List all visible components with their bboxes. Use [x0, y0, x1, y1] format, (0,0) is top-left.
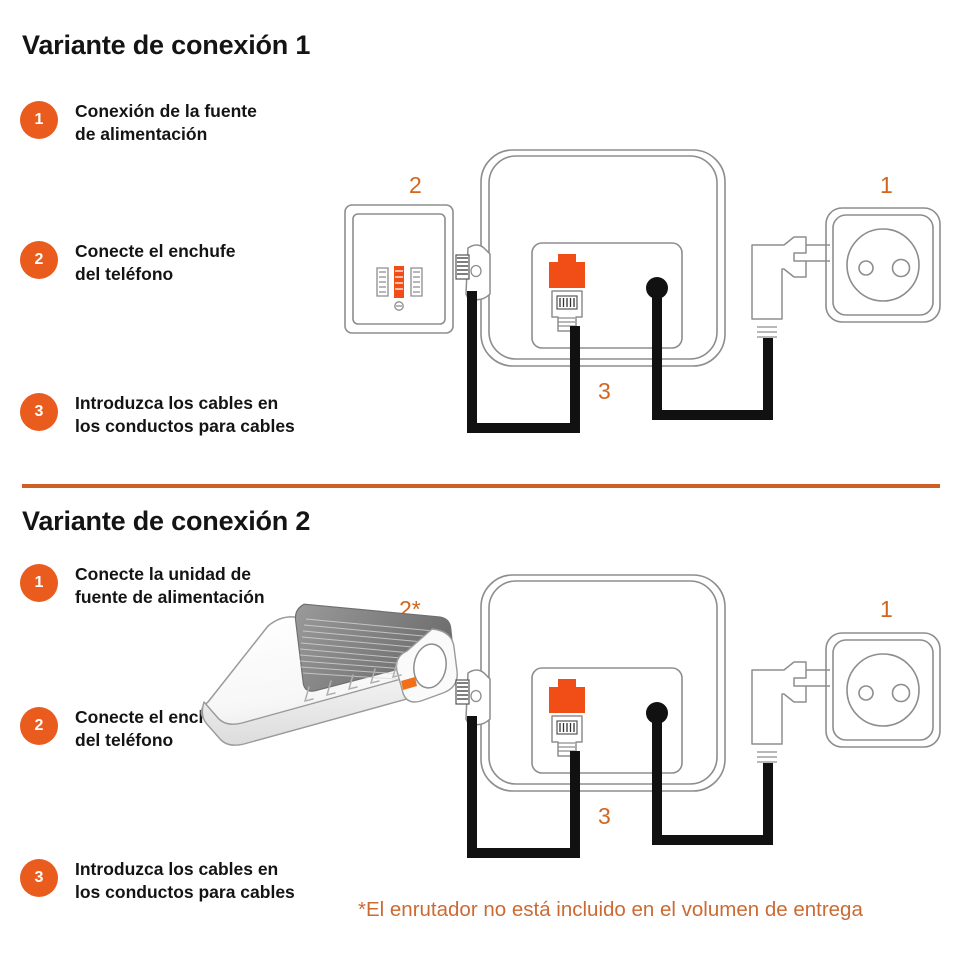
base-station-icon	[480, 574, 726, 792]
section-2-step-3: 3 Introduzca los cables en los conductos…	[20, 858, 320, 905]
label-phone-jack-1: 2	[409, 172, 422, 198]
label-wall-socket-2: 1	[880, 596, 893, 622]
diagram-variant-2	[200, 574, 941, 858]
step-badge-2: 2	[20, 707, 58, 745]
router-device-icon	[200, 603, 458, 746]
phone-jack-active-slot-lines-icon	[395, 270, 403, 290]
section-divider	[22, 484, 940, 488]
power-cable	[652, 288, 773, 420]
phone-wall-jack-icon	[344, 204, 454, 334]
rj11-plug-icon	[551, 715, 583, 757]
rj11-port-icon	[549, 679, 585, 713]
step-text-2-line-2: del teléfono	[75, 730, 174, 751]
section-2-step-2: 2 Conecte el enchufe del teléfono	[20, 706, 320, 753]
step-text-3-line-2: los conductos para cables	[75, 882, 295, 903]
tae-phone-plug-icon	[455, 669, 491, 726]
connection-variant-2-section: Variante de conexión 2 1 Conecte la unid…	[0, 488, 961, 961]
router-vent-lines-icon	[299, 618, 435, 682]
phone-cable	[467, 716, 580, 858]
step-badge-3: 3	[20, 393, 58, 431]
power-adapter-icon	[751, 661, 830, 763]
step-badge-1: 1	[20, 564, 58, 602]
base-station-icon	[480, 149, 726, 367]
step-text-3-line-1: Introduzca los cables en	[75, 393, 279, 413]
diagram-variant-1	[344, 149, 941, 433]
step-text-2: Conecte el enchufe del teléfono	[75, 240, 235, 287]
section-2-step-1: 1 Conecte la unidad de fuente de aliment…	[20, 563, 320, 610]
step-text-3: Introduzca los cables en los conductos p…	[75, 392, 295, 439]
label-cable-duct-1: 3	[598, 378, 611, 404]
power-adapter-icon	[751, 236, 830, 338]
step-text-2-line-1: Conecte el enchufe	[75, 241, 236, 261]
step-text-1-line-1: Conexión de la fuente	[75, 101, 257, 121]
step-text-3-line-2: los conductos para cables	[75, 416, 295, 437]
label-wall-socket-1: 1	[880, 172, 893, 198]
step-text-1: Conecte la unidad de fuente de alimentac…	[75, 563, 265, 610]
step-text-2-line-1: Conecte el enchufe	[75, 707, 236, 727]
adapter-strain-relief-icon	[757, 326, 777, 338]
step-text-1-line-2: de alimentación	[75, 124, 208, 145]
connection-variant-1-section: Variante de conexión 1 1 Conexión de la …	[0, 0, 961, 480]
router-round-port-icon	[413, 643, 447, 689]
router-orange-port-icon	[401, 677, 417, 690]
router-leds-icon	[303, 662, 402, 703]
mains-wall-socket-icon	[825, 632, 941, 748]
step-text-2: Conecte el enchufe del teléfono	[75, 706, 235, 753]
step-text-1: Conexión de la fuente de alimentación	[75, 100, 257, 147]
label-cable-duct-2: 3	[598, 803, 611, 829]
step-text-3: Introduzca los cables en los conductos p…	[75, 858, 295, 905]
section-1-step-3: 3 Introduzca los cables en los conductos…	[20, 392, 320, 439]
step-badge-3: 3	[20, 859, 58, 897]
rj11-plug-icon	[551, 290, 583, 332]
section-1-step-2: 2 Conecte el enchufe del teléfono	[20, 240, 320, 287]
step-text-1-line-1: Conecte la unidad de	[75, 564, 251, 584]
phone-jack-contacts-icon	[376, 267, 423, 311]
step-badge-2: 2	[20, 241, 58, 279]
footnote-router-not-included: *El enrutador no está incluido en el vol…	[358, 898, 863, 921]
power-cable	[652, 713, 773, 845]
step-text-3-line-1: Introduzca los cables en	[75, 859, 279, 879]
phone-jack-active-slot-icon	[394, 266, 404, 298]
adapter-strain-relief-icon	[757, 751, 777, 763]
mains-wall-socket-icon	[825, 207, 941, 323]
step-text-1-line-2: fuente de alimentación	[75, 587, 265, 608]
section-2-title: Variante de conexión 2	[22, 506, 311, 536]
rj11-port-icon	[549, 254, 585, 288]
section-1-step-1: 1 Conexión de la fuente de alimentación	[20, 100, 320, 147]
tae-phone-plug-icon	[455, 244, 491, 301]
step-badge-1: 1	[20, 101, 58, 139]
step-text-2-line-2: del teléfono	[75, 264, 174, 285]
section-1-title: Variante de conexión 1	[22, 30, 311, 60]
phone-cable	[467, 291, 580, 433]
